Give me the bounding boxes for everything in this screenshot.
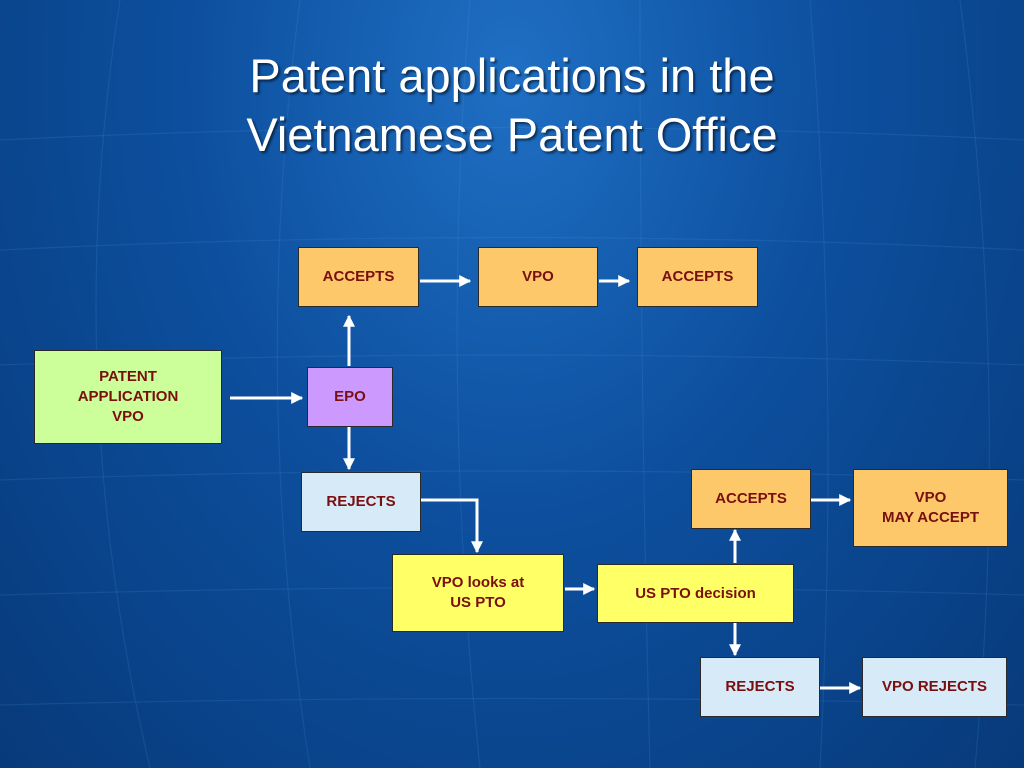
node-epo-rejects: REJECTS [301,472,421,532]
slide-title-line-1: Patent applications in the [249,49,775,102]
node-vpo-rejects: VPO REJECTS [862,657,1007,717]
slide-title-line-2: Vietnamese Patent Office [246,108,778,161]
node-uspto-accepts: ACCEPTS [691,469,811,529]
slide-title: Patent applications in the Vietnamese Pa… [0,46,1024,164]
node-patent-application: PATENT APPLICATION VPO [34,350,222,444]
node-epo-accepts: ACCEPTS [298,247,419,307]
node-vpo-may-accept: VPO MAY ACCEPT [853,469,1008,547]
node-vpo-accepts: ACCEPTS [637,247,758,307]
node-uspto-decision: US PTO decision [597,564,794,623]
arrow-rejects-to-vpo-looks [421,498,483,554]
node-vpo-looks-at-uspto: VPO looks at US PTO [392,554,564,632]
node-vpo: VPO [478,247,598,307]
node-epo: EPO [307,367,393,427]
node-uspto-rejects: REJECTS [700,657,820,717]
